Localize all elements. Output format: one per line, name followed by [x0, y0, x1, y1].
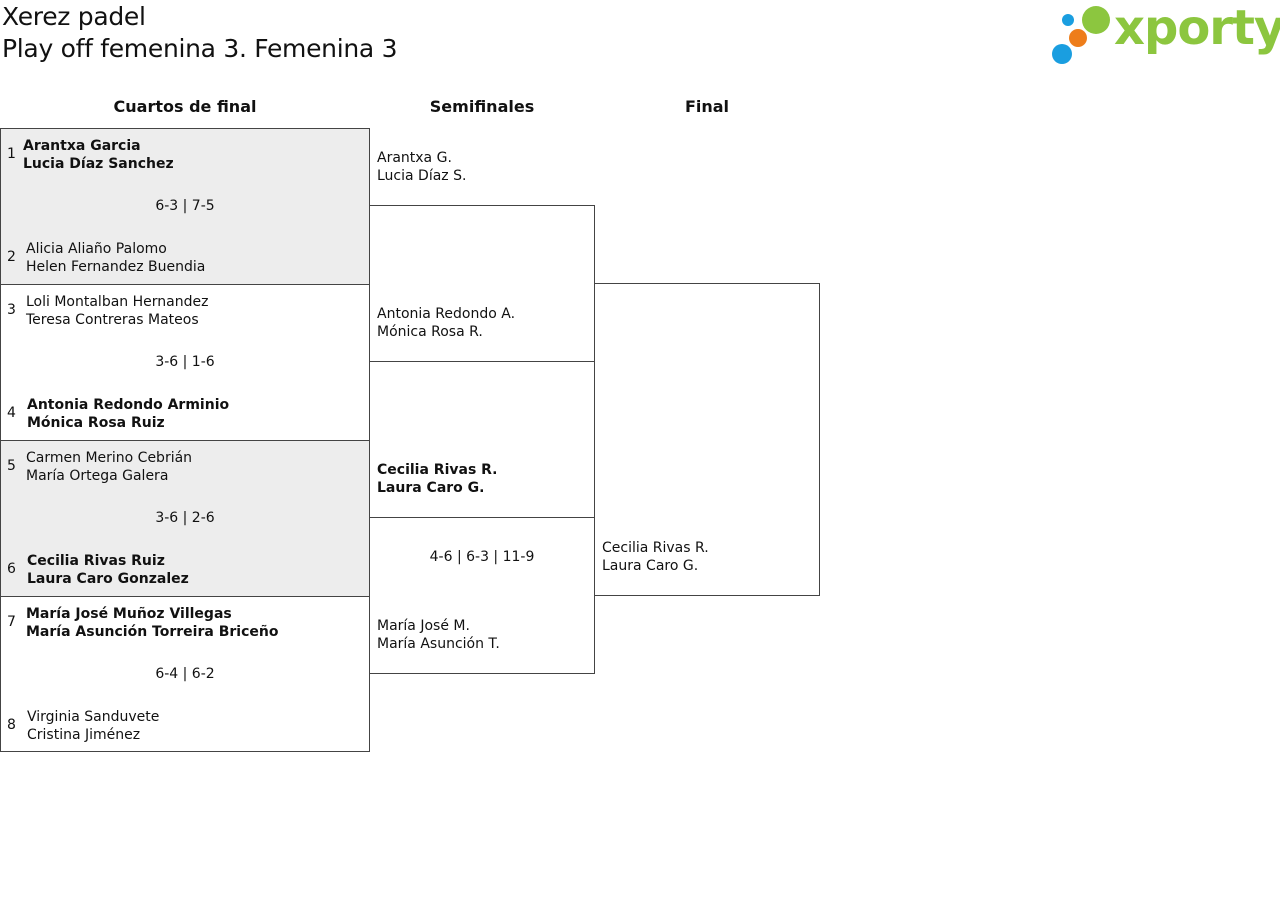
player-name: Arantxa G.	[377, 150, 452, 166]
qf1-team-bottom: Alicia Aliaño Palomo Helen Fernandez Bue…	[26, 240, 205, 276]
qf-match-3	[0, 440, 370, 597]
sf1-team-bottom: Antonia Redondo A. Mónica Rosa R.	[377, 305, 515, 341]
round-header-final: Final	[684, 97, 730, 116]
qf-match-4	[0, 596, 370, 752]
player-name: María José Muñoz Villegas	[26, 606, 232, 622]
logo-dot-green	[1082, 6, 1110, 34]
qf3-score: 3-6 | 2-6	[155, 510, 215, 526]
player-name: Mónica Rosa R.	[377, 324, 483, 340]
player-name: Cecilia Rivas R.	[377, 462, 498, 478]
qf2-team-bottom: Antonia Redondo Arminio Mónica Rosa Ruiz	[27, 396, 229, 432]
sf2-team-bottom: María José M. María Asunción T.	[377, 617, 500, 653]
seed-number: 8	[7, 717, 16, 733]
player-name: María Asunción Torreira Briceño	[26, 624, 279, 640]
player-name: Cecilia Rivas R.	[602, 540, 709, 556]
player-name: Antonia Redondo Arminio	[27, 397, 230, 413]
player-name: Virginia Sanduvete	[27, 709, 160, 725]
logo-wordmark: xporty	[1114, 0, 1280, 56]
qf3-team-top: Carmen Merino Cebrián María Ortega Galer…	[26, 449, 192, 485]
qf1-score: 6-3 | 7-5	[155, 198, 215, 214]
logo-dot-blue-small	[1062, 14, 1074, 26]
player-name: Alicia Aliaño Palomo	[26, 241, 167, 257]
round-header-semifinals: Semifinales	[429, 97, 535, 116]
player-name: Teresa Contreras Mateos	[26, 312, 199, 328]
player-name: Laura Caro G.	[377, 480, 485, 496]
player-name: Carmen Merino Cebrián	[26, 450, 193, 466]
qf4-team-bottom: Virginia Sanduvete Cristina Jiménez	[27, 708, 159, 744]
player-name: Lucia Díaz Sanchez	[23, 156, 174, 172]
player-name: Laura Caro G.	[602, 558, 699, 574]
player-name: Antonia Redondo A.	[377, 306, 516, 322]
final-team: Cecilia Rivas R. Laura Caro G.	[602, 539, 709, 575]
player-name: María Ortega Galera	[26, 468, 169, 484]
player-name: María Asunción T.	[377, 636, 500, 652]
qf4-score: 6-4 | 6-2	[155, 666, 215, 682]
player-name: Mónica Rosa Ruiz	[27, 415, 165, 431]
player-name: Lucia Díaz S.	[377, 168, 467, 184]
xporty-logo: xporty	[1052, 0, 1280, 66]
player-name: Cecilia Rivas Ruiz	[27, 553, 165, 569]
seed-number: 5	[7, 458, 16, 474]
player-name: Arantxa Garcia	[23, 138, 141, 154]
player-name: Helen Fernandez Buendia	[26, 259, 206, 275]
sf2-team-top: Cecilia Rivas R. Laura Caro G.	[377, 461, 498, 497]
qf4-team-top: María José Muñoz Villegas María Asunción…	[26, 605, 278, 641]
seed-number: 4	[7, 405, 16, 421]
player-name: Cristina Jiménez	[27, 727, 141, 743]
sf1-team-top: Arantxa G. Lucia Díaz S.	[377, 149, 466, 185]
player-name: Laura Caro Gonzalez	[27, 571, 189, 587]
player-name: Loli Montalban Hernandez	[26, 294, 209, 310]
qf-match-1	[0, 128, 370, 285]
seed-number: 2	[7, 249, 16, 265]
final-match	[594, 283, 820, 596]
seed-number: 1	[7, 146, 16, 162]
player-name: María José M.	[377, 618, 470, 634]
logo-dot-blue-large	[1052, 44, 1072, 64]
round-header-quarterfinals: Cuartos de final	[113, 97, 257, 116]
seed-number: 7	[7, 614, 16, 630]
qf1-team-top: Arantxa Garcia Lucia Díaz Sanchez	[23, 137, 174, 173]
qf3-team-bottom: Cecilia Rivas Ruiz Laura Caro Gonzalez	[27, 552, 189, 588]
qf2-team-top: Loli Montalban Hernandez Teresa Contrera…	[26, 293, 208, 329]
sf2-score: 4-6 | 6-3 | 11-9	[429, 549, 535, 565]
seed-number: 3	[7, 302, 16, 318]
logo-dot-orange	[1069, 29, 1087, 47]
club-title: Xerez padel	[2, 2, 146, 31]
seed-number: 6	[7, 561, 16, 577]
qf2-score: 3-6 | 1-6	[155, 354, 215, 370]
competition-title: Play off femenina 3. Femenina 3	[2, 34, 398, 63]
